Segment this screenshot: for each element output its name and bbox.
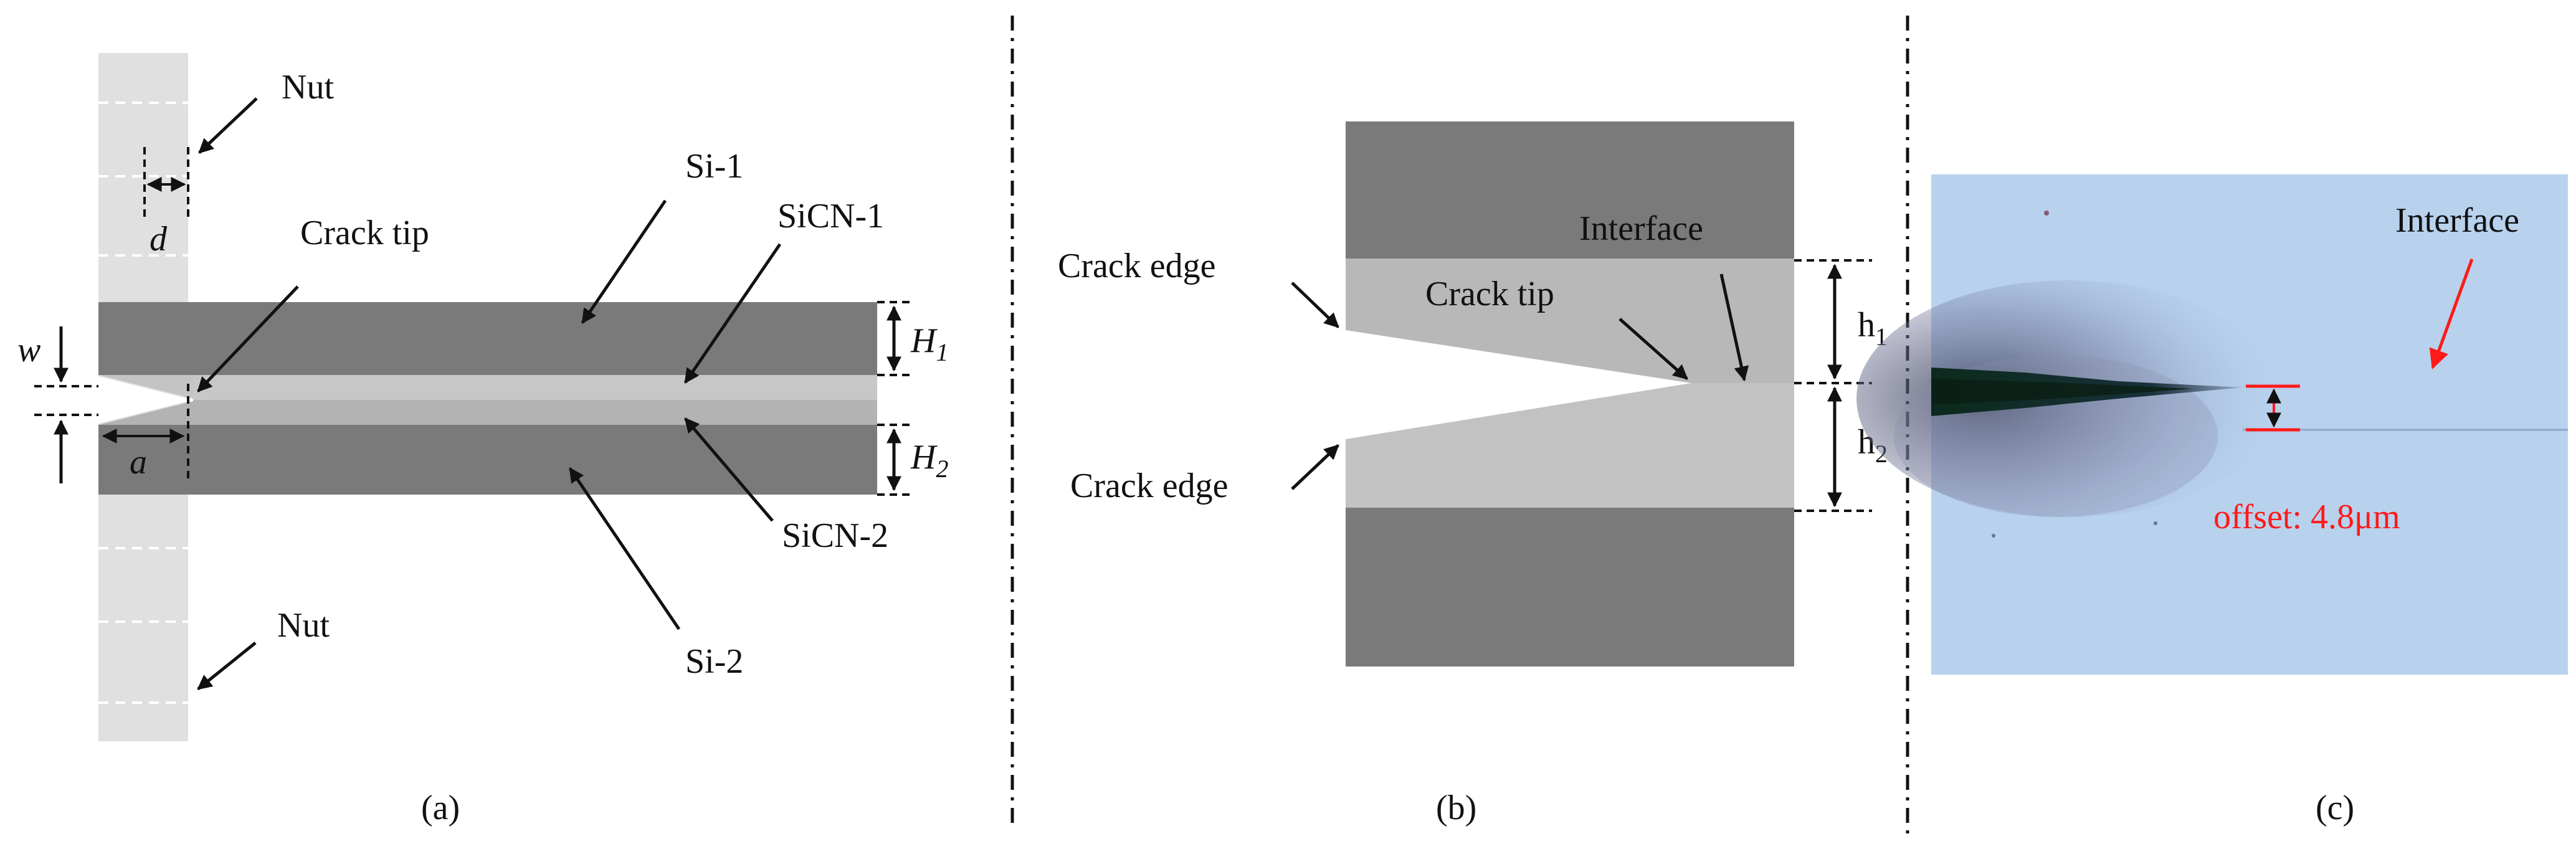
d-dimension: [143, 147, 189, 219]
nut-top-arrow: [198, 97, 258, 154]
si-1-layer: [98, 302, 877, 375]
crack-tip-arrow-b: [1618, 318, 1688, 380]
sicn-2-label: SiCN-2: [782, 516, 888, 555]
a-dimension: [102, 384, 189, 480]
nut-top-label: Nut: [282, 68, 334, 107]
si-2-arrow: [568, 467, 681, 630]
offset-label: offset: 4.8μm: [2213, 498, 2400, 536]
h2-label-a: H2: [910, 438, 948, 483]
h1-label-b: h1: [1858, 306, 1888, 351]
b-bottom-dark-layer: [1346, 508, 1794, 667]
panel-c: Interface offset: 4.8μm (c): [1856, 174, 2568, 827]
sicn-1-layer: [193, 375, 877, 400]
w-label: w: [17, 331, 40, 369]
b-crack-opening: [1346, 330, 1691, 439]
nut-bottom-arrow: [197, 642, 257, 690]
d-label: d: [150, 220, 168, 259]
nut-thread-lines: [98, 102, 188, 704]
caption-a: (a): [421, 789, 460, 827]
sicn-2-arrow: [684, 417, 774, 522]
crack-tip-arrow-a: [197, 285, 299, 392]
crack-edge-top-label: Crack edge: [1058, 247, 1215, 285]
panel-b: h1 h2 Crack edge Crack edge Interface Cr…: [1058, 121, 1888, 827]
crack-edge-bottom-label: Crack edge: [1070, 467, 1228, 505]
crack-wedge-upper: [98, 375, 193, 399]
interface-label-c: Interface: [2395, 201, 2519, 240]
panel-a: d Nut Nut Crack tip Si-1 SiCN-1 SiCN-2 S…: [17, 53, 948, 827]
crack-tip-label-a: Crack tip: [300, 214, 429, 252]
sicn-1-label: SiCN-1: [777, 197, 884, 235]
h-dimensions-a: [877, 301, 913, 496]
a-label: a: [130, 443, 147, 482]
h1-label-a: H1: [910, 321, 948, 366]
offset-marker: [2246, 384, 2300, 432]
speck: [2044, 211, 2049, 216]
si-1-label: Si-1: [685, 147, 743, 186]
interface-arrow-b: [1719, 273, 1749, 382]
sicn-2-layer: [193, 400, 877, 425]
nut-bottom-label: Nut: [277, 606, 330, 645]
speck: [1992, 534, 1995, 538]
interface-label-b: Interface: [1579, 209, 1703, 248]
h-dimensions-b: [1794, 259, 1872, 512]
w-dimension: [34, 326, 98, 483]
si-1-arrow: [581, 199, 667, 324]
si-2-layer: [98, 425, 877, 495]
crack-edge-top-arrow: [1291, 282, 1339, 328]
b-top-dark-layer: [1346, 121, 1794, 259]
crack-core-dark: [1931, 379, 2193, 405]
speck: [2154, 521, 2157, 525]
crack-opening: [98, 376, 193, 424]
crack-wedge-lower: [98, 401, 193, 425]
interface-arrow-c: [2429, 259, 2474, 370]
caption-b: (b): [1436, 789, 1476, 827]
caption-c: (c): [2316, 789, 2354, 827]
crack-tip-label-b: Crack tip: [1425, 275, 1554, 313]
si-2-label: Si-2: [685, 642, 743, 681]
sicn-1-arrow: [683, 243, 782, 384]
crack-edge-bottom-arrow: [1291, 444, 1339, 490]
